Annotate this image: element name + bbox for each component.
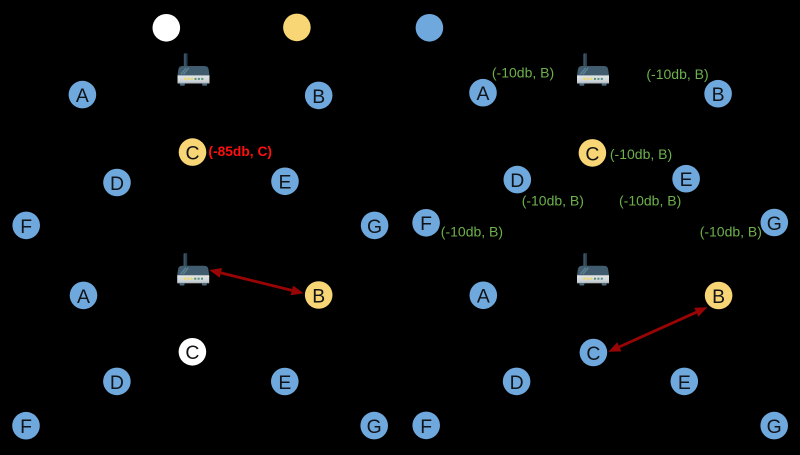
svg-text:F: F (20, 416, 32, 438)
svg-text:C: C (586, 343, 600, 365)
svg-text:(-10db, B): (-10db, B) (700, 224, 762, 240)
svg-text:B: B (312, 86, 325, 108)
svg-text:(-85db, C): (-85db, C) (208, 144, 272, 159)
svg-text:A: A (76, 85, 89, 107)
svg-text:E: E (680, 169, 693, 191)
svg-text:G: G (367, 216, 382, 238)
svg-text:F: F (420, 213, 432, 235)
svg-text:(-10db, B): (-10db, B) (492, 65, 554, 81)
svg-text:D: D (110, 173, 124, 195)
svg-text:(-10db, B): (-10db, B) (522, 193, 584, 209)
svg-text:C: C (185, 143, 199, 165)
svg-text:D: D (510, 372, 524, 394)
svg-text:(-10db, B): (-10db, B) (441, 224, 503, 240)
svg-text:(-10db, B): (-10db, B) (646, 66, 708, 82)
svg-text:B: B (712, 84, 725, 106)
svg-text:D: D (510, 170, 524, 192)
svg-text:D: D (110, 372, 124, 394)
svg-text:B: B (712, 286, 725, 308)
svg-text:A: A (477, 286, 490, 308)
svg-text:G: G (367, 416, 382, 438)
svg-text:F: F (420, 416, 432, 438)
svg-text:A: A (477, 83, 490, 105)
svg-text:(-10db, B): (-10db, B) (619, 192, 681, 208)
svg-text:(-10db, B): (-10db, B) (610, 146, 672, 162)
svg-text:E: E (678, 372, 691, 394)
svg-text:B: B (312, 285, 325, 307)
svg-text:G: G (767, 213, 782, 235)
svg-text:C: C (185, 342, 199, 364)
svg-text:G: G (767, 416, 782, 438)
svg-text:E: E (278, 372, 291, 394)
svg-text:E: E (279, 172, 292, 194)
svg-text:C: C (585, 143, 599, 165)
svg-text:A: A (77, 286, 90, 308)
svg-text:F: F (20, 216, 32, 238)
